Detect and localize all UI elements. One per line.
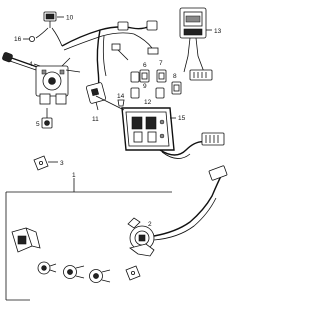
part-1-lockset-bracket — [5, 184, 172, 301]
callout-11: 11 — [92, 116, 99, 123]
callout-5: 5 — [36, 121, 40, 128]
lock-cylinder-large — [11, 227, 41, 253]
callout-7: 7 — [159, 60, 163, 67]
callout-13: 13 — [214, 28, 222, 35]
callout-6: 6 — [143, 62, 147, 69]
key-near-ignition — [125, 265, 141, 281]
callout-12: 12 — [144, 99, 152, 106]
callout-8: 8 — [173, 73, 177, 80]
parts-diagram: 10 16 4 5 — [2, 7, 228, 301]
lock-cylinder-small-2 — [63, 265, 85, 279]
callout-4: 4 — [29, 61, 33, 68]
callout-1: 1 — [72, 172, 76, 179]
part-10-socket — [23, 11, 63, 47]
lock-cylinder-small-1 — [37, 261, 57, 275]
lock-cylinder-small-3 — [89, 269, 111, 283]
part-14-clip — [117, 99, 125, 107]
callout-2: 2 — [148, 221, 152, 228]
callout-10: 10 — [66, 15, 74, 22]
part-2-ignition-switch — [127, 165, 228, 257]
diagram-canvas: 10 16 4 5 — [2, 7, 228, 301]
part-12-switch-panel — [95, 95, 225, 159]
part-4-combination-switch — [2, 52, 81, 105]
part-3-key — [33, 155, 49, 171]
main-wire-harness — [61, 20, 159, 97]
part-13-control-unit — [179, 7, 213, 81]
part-8-clip — [171, 81, 182, 95]
part-6-clip — [139, 69, 150, 83]
callout-3: 3 — [60, 160, 64, 167]
callout-16: 16 — [14, 36, 22, 43]
part-7-clip — [156, 69, 167, 83]
part-5-socket — [41, 108, 53, 129]
part-9-clip — [130, 71, 165, 99]
leader-4 — [33, 63, 41, 67]
callout-15: 15 — [178, 115, 186, 122]
callout-9: 9 — [143, 83, 147, 90]
callout-14: 14 — [117, 93, 125, 100]
